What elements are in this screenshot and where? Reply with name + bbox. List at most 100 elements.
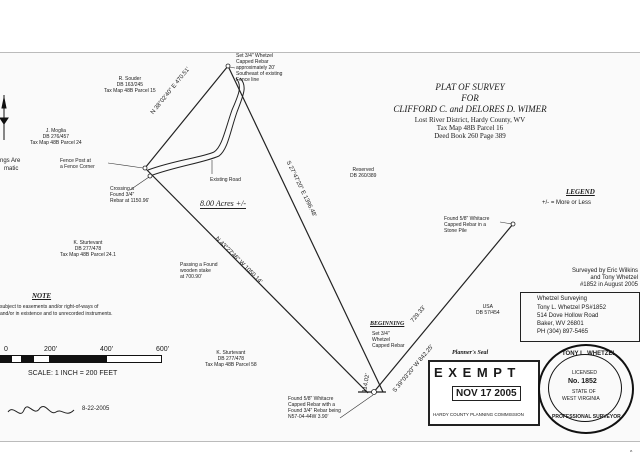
scale-text: SCALE: 1 INCH = 200 FEET (28, 370, 118, 377)
neighbor-sturtevant-2: K. Sturtevant DB 277/478 Tax Map 48B Par… (205, 350, 257, 368)
existing-road (147, 77, 245, 177)
neighbor-usa: USA DB 57/454 (476, 304, 500, 316)
note-line-2: and/or in existence and to unrecorded in… (0, 311, 113, 317)
company-box: Whetzel Surveying Tony L. Whetzel PS#185… (520, 292, 640, 342)
beginning-line-2: Whetzel (372, 337, 391, 343)
found-bottom-line-4: N57-04-44W 3.90' (288, 414, 329, 420)
legend-entry: +/- = More or Less (542, 200, 592, 206)
planner-stamp: E X E M P T NOV 17 2005 HARDY COUNTY PLA… (428, 360, 540, 426)
found-whitacre-note: Found 5/8" Whitacre Capped Rebar in a St… (444, 216, 489, 234)
plat-deed-book: Deed Book 260 Page 389 (434, 132, 506, 140)
usa-name: USA (482, 304, 493, 310)
moglia-name: J. Moglia (45, 128, 66, 134)
found-bottom-note: Found 5/8" Whitacre Capped Rebar with a … (288, 396, 341, 420)
company-address: 514 Dove Hollow Road (537, 313, 599, 319)
sturtevant2-tax: Tax Map 48B Parcel 58 (205, 362, 257, 368)
moglia-deed: DB 276/457 (42, 134, 70, 140)
whitacre-line-1: Found 5/8" Whitacre (444, 216, 490, 222)
found-bottom-line-1: Found 5/8" Whitacre (288, 396, 334, 402)
company-name: Whetzel Surveying (537, 296, 588, 302)
crossing-line-1: Crossing a (110, 186, 134, 192)
passing-note: Passing a Found wooden stake at 700.90' (180, 262, 218, 280)
legend-title: LEGEND (566, 188, 595, 196)
found-bottom-line-2: Capped Rebar with a (288, 402, 335, 408)
surveyor-seal-inner (548, 354, 622, 422)
scale-tick-400: 400' (100, 346, 114, 353)
stamp-exempt: E X E M P T (434, 365, 517, 380)
surveyor-info: Surveyed by Eric Wilkins and Tony Whetze… (534, 268, 638, 289)
plat-tax-map: Tax Map 48B Parcel 16 (436, 124, 504, 132)
corner-set-line-3: approximately 20' (236, 65, 276, 71)
scale-tick-600: 600' (156, 346, 170, 353)
footer-mark: ^ (630, 450, 633, 456)
scale-tick-200: 200' (44, 346, 58, 353)
sturtevant1-tax: Tax Map 48B Parcel 24.1 (60, 252, 116, 258)
neighbor-sturtevant-1: K. Sturtevant DB 277/478 Tax Map 48B Par… (60, 240, 116, 258)
fence-post-line-2: a Fence Corner (60, 164, 95, 170)
north-arrow-icon (0, 95, 9, 140)
corner-set-line-4: Southeast of existing (236, 71, 283, 77)
whitacre-line-2: Capped Rebar in a (444, 222, 486, 228)
seal-state-2: WEST VIRGINIA (562, 396, 600, 402)
reserved-name: Reserved (352, 167, 374, 173)
beginning-note: Set 3/4" Whetzel Capped Rebar (372, 331, 405, 349)
crossing-line-2: Found 3/4" (110, 192, 135, 198)
edge-note-1: ngs Are (0, 158, 21, 164)
sturtevant2-deed: DB 277/478 (217, 356, 245, 362)
existing-road-label: Existing Road (210, 177, 241, 183)
souder-name: R. Souder (118, 76, 142, 82)
sturtevant1-name: K. Sturtevant (73, 240, 103, 246)
seal-licensed: LICENSED (572, 370, 598, 376)
note-line-1: subject to easements and/or right-of-way… (0, 304, 99, 310)
neighbor-souder: R. Souder DB 163/245 Tax Map 48B Parcel … (104, 76, 156, 94)
whitacre-line-3: Stone Pile (444, 228, 467, 234)
surveyor-line-2: and Tony Whetzel (590, 275, 638, 281)
souder-tax: Tax Map 48B Parcel 15 (104, 88, 156, 94)
boundary-line-east (227, 65, 384, 393)
fence-post-line-1: Fence Post at (60, 158, 91, 164)
usa-deed: DB 57/454 (476, 310, 500, 316)
beginning-label: BEGINNING (370, 321, 405, 327)
crossing-note: Crossing a Found 3/4" Rebar at 1150.96' (110, 186, 149, 204)
reserved-deed: DB 260/389 (350, 173, 377, 179)
plat-district: Lost River District, Hardy County, WV (414, 116, 526, 124)
company-city: Baker, WV 26801 (537, 321, 584, 327)
beginning-line-1: Set 3/4" (372, 331, 390, 337)
surveyor-line-3: #1852 in August 2005 (579, 282, 638, 288)
note-title: NOTE (32, 292, 52, 300)
surveyor-line-1: Surveyed by Eric Wilkins (571, 268, 638, 274)
crossing-line-3: Rebar at 1150.96' (110, 198, 150, 204)
neighbor-moglia: J. Moglia DB 276/457 Tax Map 48B Parcel … (30, 128, 82, 146)
surveyor-seal (538, 344, 634, 434)
company-owner: Tony L. Whetzel PS#1852 (537, 305, 607, 311)
found-bottom-line-3: Found 3/4" Rebar being (288, 408, 341, 414)
beginning-marker (371, 389, 377, 395)
boundary-line-usa (372, 223, 514, 394)
acreage-label: 8.00 Acres +/- (200, 199, 247, 209)
corner-set-line-2: Capped Rebar (236, 59, 269, 65)
beginning-line-3: Capped Rebar (372, 343, 405, 349)
stamp-commission: HARDY COUNTY PLANNING COMMISSION (433, 412, 524, 417)
stamp-date: NOV 17 2005 (452, 386, 521, 401)
seal-number: No. 1852 (568, 378, 597, 385)
company-phone: PH (304) 897-5465 (537, 329, 589, 335)
souder-deed: DB 163/245 (116, 82, 144, 88)
seal-state: STATE OF (572, 389, 596, 395)
planner-seal-label: Planner's Seal (452, 350, 489, 356)
boundary-line-north (144, 65, 229, 169)
plat-title-line-2: FOR (461, 93, 479, 103)
plat-title-line-1: PLAT OF SURVEY (435, 82, 505, 92)
sturtevant2-name: K. Sturtevant (216, 350, 246, 356)
moglia-tax: Tax Map 48B Parcel 24 (30, 140, 82, 146)
plat-title-line-3: CLIFFORD C. and DELORES D. WIMER (393, 104, 547, 114)
sturtevant1-deed: DB 277/478 (74, 246, 102, 252)
signature-date: 8-22-2005 (82, 406, 110, 412)
boundary-line-west (144, 167, 369, 394)
passing-line-3: at 700.90' (180, 274, 202, 280)
fence-post-note: Fence Post at a Fence Corner (60, 158, 95, 170)
passing-line-2: wooden stake (180, 268, 211, 274)
edge-note-2: matic (4, 166, 19, 172)
seal-name: TONY L. WHETZEL (562, 351, 617, 357)
neighbor-reserved: Reserved DB 260/389 (350, 167, 376, 179)
